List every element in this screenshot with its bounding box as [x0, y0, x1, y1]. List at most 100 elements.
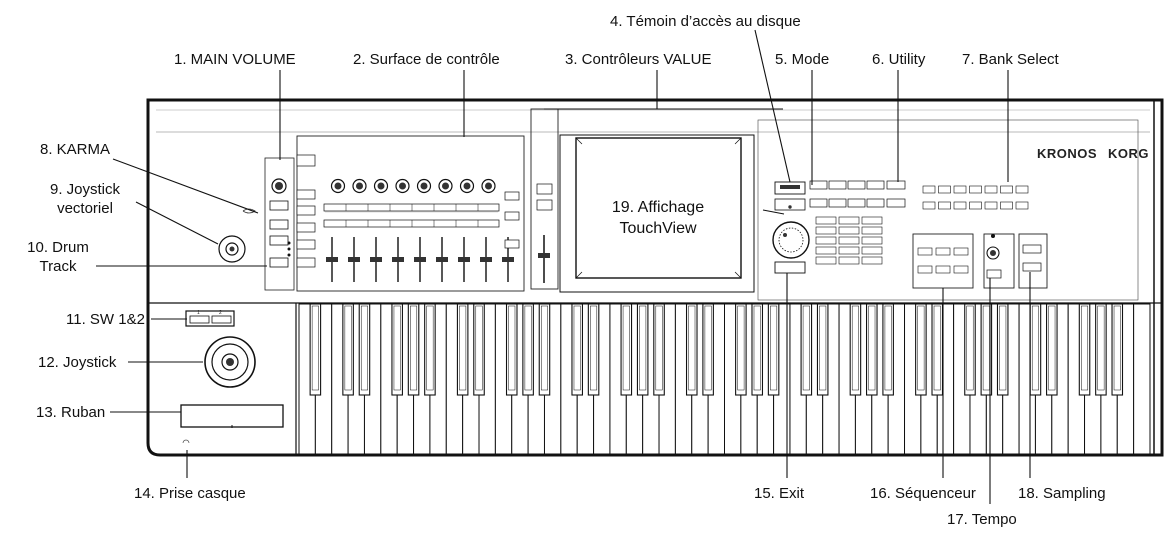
numpad-key[interactable]: [861, 216, 883, 225]
bank-button[interactable]: [953, 185, 967, 194]
mixer-slider[interactable]: [436, 257, 448, 262]
numpad-key[interactable]: [815, 226, 837, 235]
numpad-key[interactable]: [815, 236, 837, 245]
black-key[interactable]: [980, 303, 993, 396]
black-key[interactable]: [849, 303, 862, 396]
sequencer-button[interactable]: [917, 265, 933, 274]
mode-button[interactable]: [828, 198, 847, 208]
touchview-display[interactable]: [575, 137, 742, 279]
mode-button[interactable]: [809, 198, 828, 208]
value-slider[interactable]: [538, 253, 550, 258]
sw1-button[interactable]: [189, 315, 210, 324]
black-key[interactable]: [407, 303, 420, 396]
mode-button[interactable]: [866, 198, 885, 208]
black-key[interactable]: [931, 303, 944, 396]
numpad-key[interactable]: [815, 256, 837, 265]
black-key[interactable]: [882, 303, 894, 396]
bank-button[interactable]: [953, 201, 967, 210]
bank-button[interactable]: [1015, 185, 1029, 194]
sequencer-button[interactable]: [953, 247, 969, 256]
keybed[interactable]: [298, 303, 1151, 455]
black-key[interactable]: [587, 303, 600, 396]
black-key[interactable]: [358, 303, 371, 396]
bank-button[interactable]: [969, 201, 982, 210]
numpad-key[interactable]: [815, 246, 837, 255]
tap-tempo-button[interactable]: [986, 269, 1002, 279]
black-key[interactable]: [391, 303, 403, 396]
mode-button[interactable]: [847, 198, 866, 208]
numpad-key[interactable]: [861, 256, 883, 265]
mixer-slider[interactable]: [480, 257, 492, 262]
bank-button[interactable]: [922, 201, 936, 210]
numpad-key[interactable]: [838, 246, 860, 255]
black-key[interactable]: [751, 303, 764, 396]
numpad-key[interactable]: [861, 246, 883, 255]
numpad-key[interactable]: [838, 226, 860, 235]
mixer-slider[interactable]: [392, 257, 404, 262]
bank-button[interactable]: [1015, 201, 1029, 210]
mode-button[interactable]: [866, 180, 885, 190]
black-key[interactable]: [800, 303, 813, 396]
bank-button[interactable]: [922, 185, 936, 194]
exit-button[interactable]: [774, 261, 806, 274]
numpad-key[interactable]: [861, 226, 883, 235]
mixer-slider[interactable]: [502, 257, 514, 262]
bank-button[interactable]: [969, 185, 982, 194]
value-inc-button[interactable]: [536, 183, 553, 195]
mixer-slider[interactable]: [326, 257, 338, 262]
black-key[interactable]: [816, 303, 829, 396]
sampling-start-button[interactable]: [1022, 262, 1042, 272]
numpad-key[interactable]: [815, 216, 837, 225]
numpad-key[interactable]: [838, 216, 860, 225]
black-key[interactable]: [1111, 303, 1124, 396]
black-key[interactable]: [522, 303, 534, 396]
black-key[interactable]: [767, 303, 780, 396]
bank-button[interactable]: [984, 201, 998, 210]
black-key[interactable]: [424, 303, 436, 396]
black-key[interactable]: [964, 303, 976, 396]
black-key[interactable]: [653, 303, 665, 396]
black-key[interactable]: [866, 303, 878, 396]
mode-button[interactable]: [847, 180, 866, 190]
black-key[interactable]: [342, 303, 354, 396]
black-key[interactable]: [571, 303, 583, 396]
black-key[interactable]: [309, 303, 322, 396]
sampling-rec-button[interactable]: [1022, 244, 1042, 254]
numpad-key[interactable]: [838, 236, 860, 245]
sequencer-button[interactable]: [935, 265, 951, 274]
black-key[interactable]: [620, 303, 633, 396]
black-key[interactable]: [1029, 303, 1042, 396]
mixer-slider[interactable]: [370, 257, 382, 262]
black-key[interactable]: [1078, 303, 1091, 396]
numpad-key[interactable]: [861, 236, 883, 245]
black-key[interactable]: [702, 303, 714, 396]
bank-button[interactable]: [1000, 201, 1013, 210]
sequencer-button[interactable]: [917, 247, 933, 256]
black-key[interactable]: [1095, 303, 1107, 396]
black-key[interactable]: [915, 303, 927, 396]
black-key[interactable]: [996, 303, 1009, 396]
black-key[interactable]: [456, 303, 469, 396]
numpad-key[interactable]: [838, 256, 860, 265]
value-dial[interactable]: [772, 221, 810, 259]
mixer-slider[interactable]: [348, 257, 360, 262]
black-key[interactable]: [636, 303, 649, 396]
sw2-button[interactable]: [211, 315, 232, 324]
mixer-slider[interactable]: [458, 257, 470, 262]
utility-button[interactable]: [886, 180, 906, 190]
bank-button[interactable]: [1000, 185, 1013, 194]
black-key[interactable]: [538, 303, 551, 396]
compare-button[interactable]: [886, 198, 906, 208]
black-key[interactable]: [1046, 303, 1058, 396]
ribbon-controller[interactable]: [180, 404, 284, 428]
bank-button[interactable]: [984, 185, 998, 194]
bank-button[interactable]: [938, 185, 951, 194]
mode-button[interactable]: [828, 180, 847, 190]
mode-button[interactable]: [809, 180, 828, 190]
black-key[interactable]: [473, 303, 485, 396]
black-key[interactable]: [735, 303, 747, 396]
bank-button[interactable]: [938, 201, 951, 210]
black-key[interactable]: [505, 303, 518, 396]
value-dec-button[interactable]: [536, 199, 553, 211]
sequencer-button[interactable]: [953, 265, 969, 274]
